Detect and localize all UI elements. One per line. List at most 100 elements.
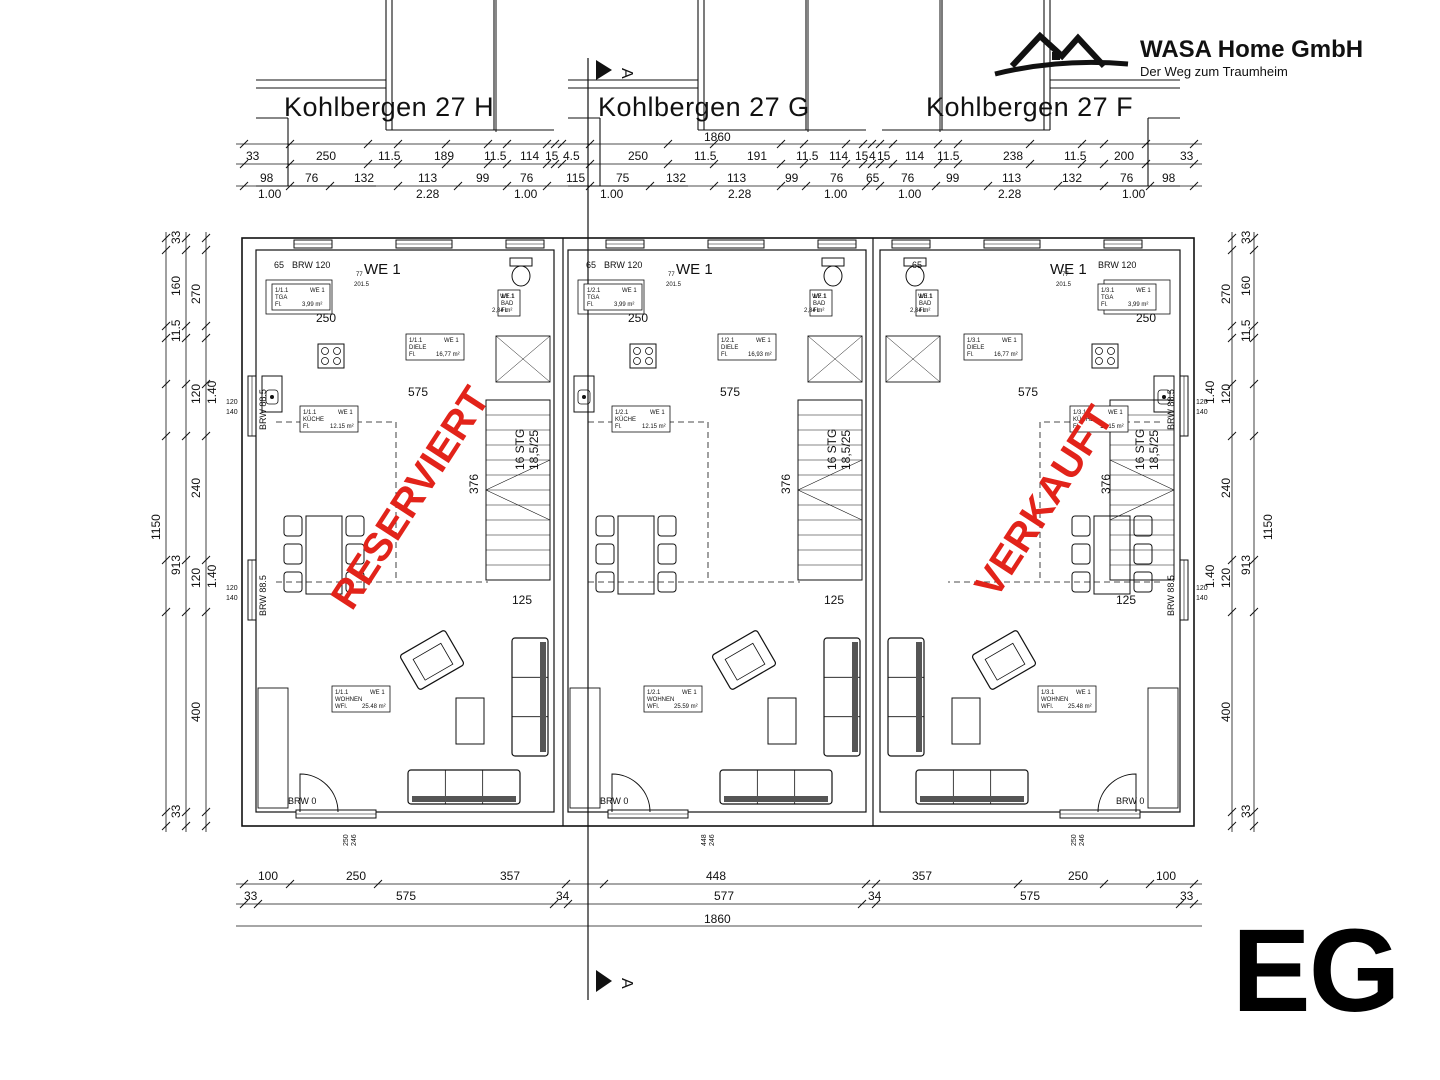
side-left-dim-label: 160 <box>169 276 183 296</box>
dim-250-label: 250 <box>628 311 648 325</box>
sofa <box>823 637 861 757</box>
chair <box>283 515 303 537</box>
chair <box>283 543 303 565</box>
room-name: TGA <box>275 295 287 301</box>
room-id: 1/3.1 <box>967 338 981 344</box>
room-name: WOHNEN <box>1041 697 1068 703</box>
dim-tick <box>1249 431 1259 441</box>
dim-tick <box>953 139 963 149</box>
chair <box>595 571 615 593</box>
dim-376-label: 376 <box>467 474 481 494</box>
dim-tick <box>181 807 191 817</box>
room-area-label: Fl. <box>409 352 416 358</box>
dim-tick <box>1189 139 1199 149</box>
dim-tick <box>557 139 567 149</box>
dim-tick <box>1227 245 1237 255</box>
window-label-brw0: BRW 0 <box>600 796 628 806</box>
side-right-dim-label: 240 <box>1219 478 1233 498</box>
dim-tick <box>239 139 249 149</box>
bottom-dim-row1-label: 357 <box>500 869 520 883</box>
dim-tick <box>841 139 851 149</box>
section-marker-top: A <box>618 68 635 79</box>
dim-tick <box>875 159 885 169</box>
cabinet <box>1147 687 1179 809</box>
dim-tick <box>585 159 595 169</box>
dim-tick <box>1189 159 1199 169</box>
dim-tick <box>875 181 885 191</box>
top-dim-row1-label: 11.5 <box>378 149 401 163</box>
side-right-dim-label: 913 <box>1239 555 1253 575</box>
chair <box>1133 543 1153 565</box>
dim-tick <box>363 139 373 149</box>
top-dim-row2-label: 113 <box>1002 171 1021 185</box>
stair-steps-label: 16 STG <box>825 429 839 470</box>
sofa <box>407 769 521 805</box>
dim-tick <box>1249 233 1259 243</box>
sink-icon <box>1153 375 1175 413</box>
top-dim-row1-label: 250 <box>628 149 648 163</box>
side-right-dim-label: 270 <box>1219 284 1233 304</box>
room-area: 25.59 m² <box>674 704 698 710</box>
top-dim-row1-label: 11.5 <box>694 149 717 163</box>
side-right-dim-label: 33 <box>1239 230 1253 244</box>
room-area: 12.15 m² <box>330 424 354 430</box>
under-wall-dim-label: 246 <box>1079 834 1086 846</box>
dim-tick <box>502 139 512 149</box>
room-we: WE 1 <box>500 294 515 300</box>
dim-2015-label: 201.5 <box>1056 282 1072 288</box>
coffee-table <box>951 697 981 745</box>
dim-250-label: 250 <box>1136 311 1156 325</box>
company-name: WASA Home GmbH <box>1140 36 1364 63</box>
outer-walls <box>241 237 1195 827</box>
window <box>607 809 689 819</box>
room-area-label: Fl. <box>303 424 310 430</box>
side-right-dim-label: 120 <box>1219 568 1233 588</box>
stair-ratio-label: 18,5/25 <box>527 430 541 470</box>
dim-tick <box>181 379 191 389</box>
cabinet <box>257 687 289 809</box>
top-dim-row2-sub-label: 1.00 <box>514 187 538 201</box>
side-left-dim-label: 1.40 <box>205 380 219 404</box>
top-dim-row2-sub-label: 1.00 <box>1122 187 1146 201</box>
dining-table <box>617 515 655 595</box>
dim-tick <box>542 139 552 149</box>
top-dim-row2-sub-label: 2.28 <box>998 187 1022 201</box>
dim-575-label: 575 <box>408 385 428 399</box>
dim-tick <box>1249 555 1259 565</box>
side-left-dim-label: 1.40 <box>205 564 219 588</box>
dim-tick <box>1077 139 1087 149</box>
unit-label-we1: WE 1 <box>676 261 713 278</box>
dim-tick <box>502 159 512 169</box>
window-label-brw120: BRW 120 <box>604 260 642 270</box>
dim-tick <box>483 159 493 169</box>
dim-tick <box>1227 821 1237 831</box>
dim-376-label: 376 <box>779 474 793 494</box>
room-we: WE 1 <box>1076 690 1091 696</box>
sink-icon <box>261 375 283 413</box>
window-dim-label: 120 <box>226 399 238 406</box>
dim-tick <box>1077 159 1087 169</box>
cooktop <box>317 343 345 369</box>
top-dim-row1-label: 11.5 <box>796 149 819 163</box>
dim-tick <box>550 139 560 149</box>
top-dim-row1-label: 114 <box>905 149 924 163</box>
top-dim-row2-sub-label: 1.00 <box>258 187 282 201</box>
top-dimensions <box>236 143 1202 187</box>
dim-tick <box>1227 333 1237 343</box>
dim-tick <box>867 139 877 149</box>
top-dim-row2-label: 99 <box>946 171 960 185</box>
under-wall-dim-label: 246 <box>709 834 716 846</box>
dim-tick <box>181 245 191 255</box>
room-id: 1/2.1 <box>813 294 827 300</box>
room-we: WE 1 <box>444 338 459 344</box>
dim-tick <box>599 879 609 889</box>
dim-tick <box>285 139 295 149</box>
room-area: 12.15 m² <box>1100 424 1124 430</box>
side-dimensions <box>165 232 1255 832</box>
chair <box>595 515 615 537</box>
dim-125-label: 125 <box>1116 593 1136 607</box>
